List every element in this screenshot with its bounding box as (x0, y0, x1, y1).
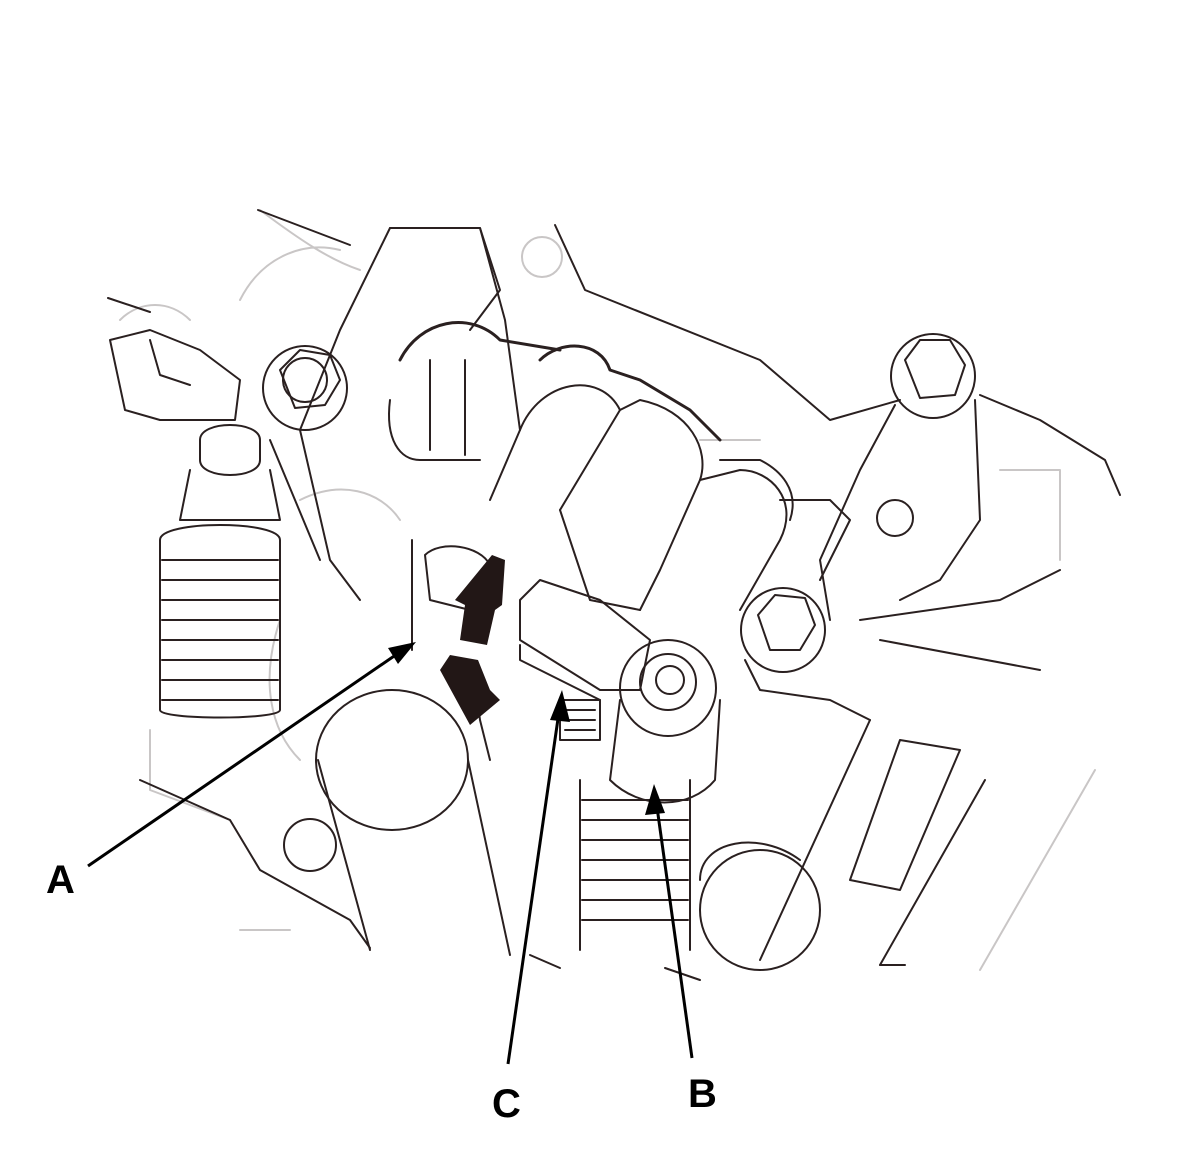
left-rocker-support (269, 227, 521, 601)
center-bolt (740, 587, 871, 721)
movement-arrow-icon (440, 555, 505, 725)
cylinder-head-frame (107, 209, 1121, 981)
left-injector (109, 329, 281, 719)
leader-arrowhead-c (550, 690, 570, 722)
camshaft (388, 321, 851, 611)
callout-label-c: C (492, 1082, 521, 1126)
lower-right-components (283, 719, 986, 971)
leader-line-a (87, 650, 401, 868)
leader-lines (87, 642, 694, 1065)
valve-adjuster (559, 639, 721, 951)
spark-plug-tube (315, 679, 511, 956)
right-rocker-support (819, 333, 1061, 671)
callout-label-a: A (46, 858, 75, 902)
left-bolt (262, 345, 348, 431)
leader-arrowhead-a (388, 642, 416, 664)
background-outlines (119, 209, 1096, 971)
leader-arrowhead-b (645, 784, 665, 815)
callout-label-b: B (688, 1072, 717, 1116)
leader-line-b (654, 799, 694, 1059)
leader-line-c (506, 704, 562, 1065)
